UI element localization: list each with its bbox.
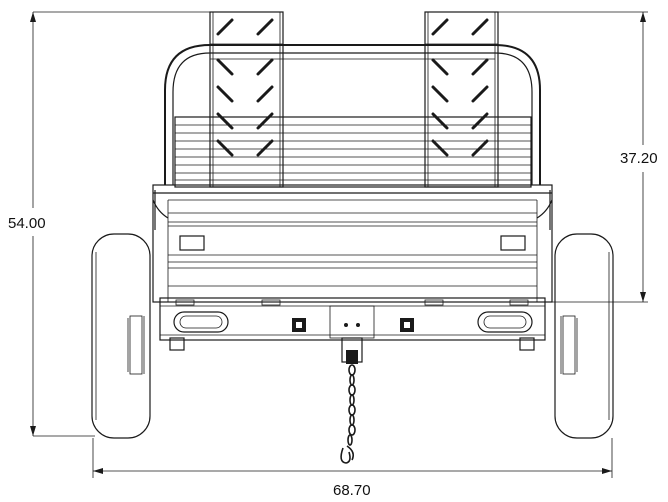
left-ramp [209,11,284,188]
bumper-frame [159,297,546,351]
safety-chain [340,364,356,464]
back-panel [174,116,532,188]
dimension-height-total: 54.00 [8,11,210,437]
dimension-width-total: 68.70 [92,438,613,499]
height-ramp-label: 37.20 [620,150,658,167]
front-gate [152,184,553,303]
height-total-label: 54.00 [8,215,46,232]
rear-hoop-rail [164,44,541,185]
left-wheel [91,233,151,439]
right-wheel [554,233,614,439]
tongue-coupler [341,337,363,364]
width-total-label: 68.70 [333,482,371,499]
right-ramp [424,11,499,188]
dimension-height-ramp: 37.20 [498,11,658,303]
